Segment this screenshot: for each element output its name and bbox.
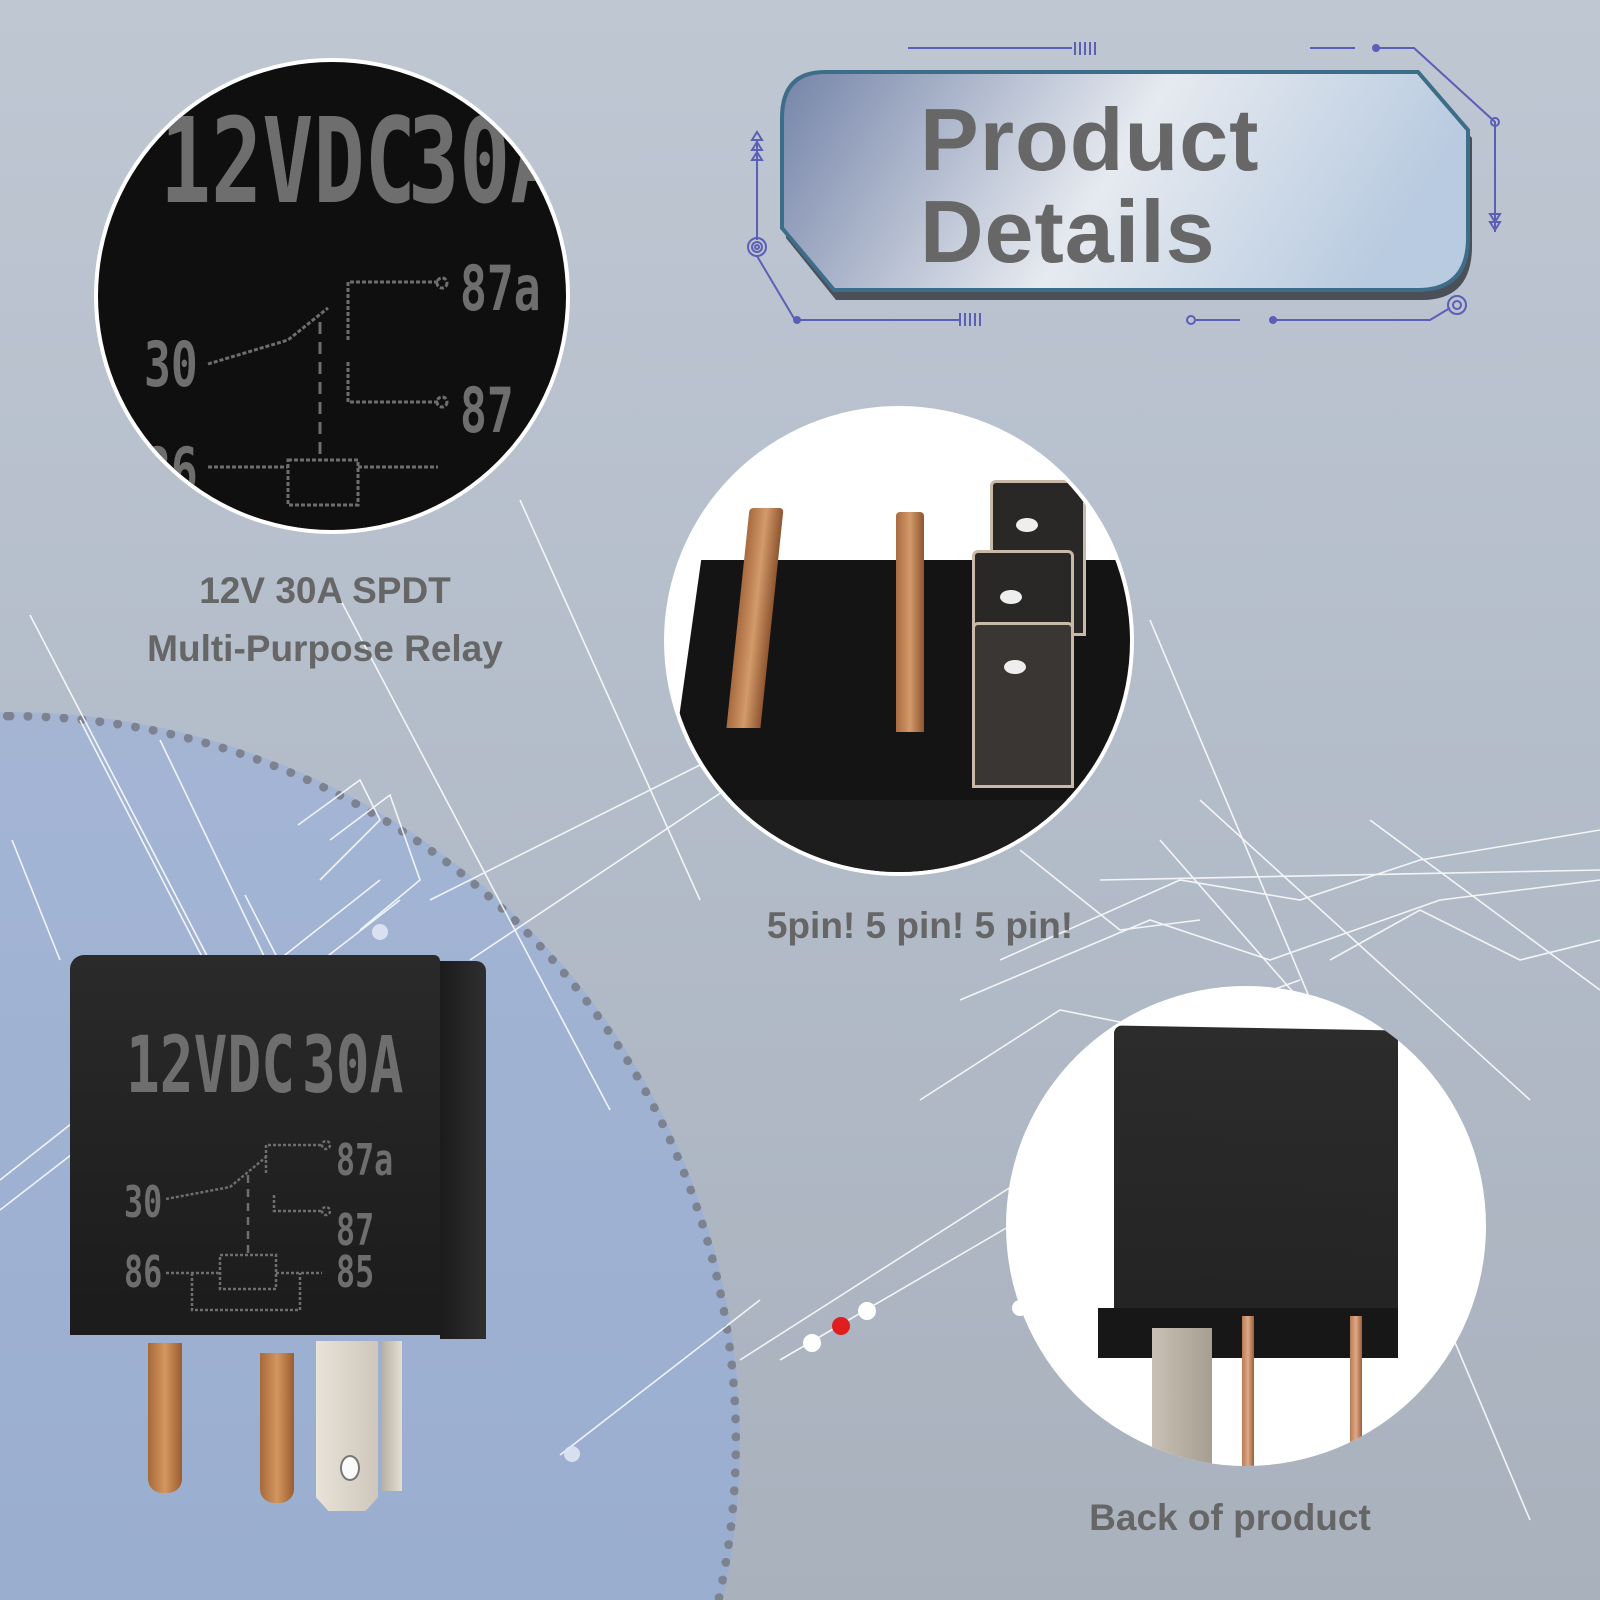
copper-pin-2 [896,512,924,732]
relay-silver-pin [316,1341,378,1511]
pin-hole [340,1455,360,1481]
closeup-markings-circle: 12VDC 30A 87a 30 87 86 [94,58,570,534]
relay-pin-86-label: 86 [124,1247,163,1298]
relay-front-face: 12VDC 30A 87a 30 87 86 85 [70,955,440,1335]
page-title: Product Details [920,94,1340,278]
relay-pin-30-label: 30 [124,1177,163,1228]
dot-white-1 [803,1334,821,1352]
caption-back-of-product: Back of product [1089,1497,1371,1538]
pin-hole [1016,518,1038,532]
caption-five-pin: 5pin! 5 pin! 5 pin! [766,905,1074,946]
relay-back-body [1114,1025,1398,1335]
pin-hole [1004,660,1026,674]
relay-schematic-icon [207,276,449,507]
closeup-voltage-label: 12VDC [160,92,416,230]
caption-spec-line-1: 12V 30A SPDT [199,570,451,611]
relay-pin-87-label: 87 [336,1205,375,1256]
title-line-2: Details [920,182,1216,281]
silver-pin [1152,1328,1212,1466]
title-line-1: Product [920,90,1260,189]
relay-silver-pin-side [382,1341,402,1491]
dot-red [832,1317,850,1335]
caption-relay-spec: 12V 30A SPDT Multi-Purpose Relay [90,562,560,678]
relay-voltage-label: 12VDC [126,1021,296,1111]
caption-spec-line-2: Multi-Purpose Relay [147,628,503,669]
copper-pin-a [1242,1316,1254,1466]
pin-hole [1000,590,1022,604]
copper-pin-b [1350,1316,1362,1466]
main-relay-product: 12VDC 30A 87a 30 87 86 85 [70,955,500,1515]
closeup-pin-86: 86 [144,434,198,507]
back-of-product-circle [1006,986,1486,1466]
relay-side-face [440,961,486,1339]
relay-copper-pin-1 [148,1343,182,1493]
relay-pin-87a-label: 87a [336,1135,394,1186]
closeup-pin-87: 87 [460,374,514,447]
flat-pin-5 [972,622,1074,788]
relay-pin-85-label: 85 [336,1247,375,1298]
closeup-pin-87a: 87a [460,252,541,325]
relay-side-shadow [668,800,1130,872]
relay-schematic-icon [165,1139,332,1312]
dot-white-2 [858,1302,876,1320]
relay-copper-pin-2 [260,1353,294,1503]
closeup-pin-30: 30 [144,328,198,401]
relay-current-label: 30A [302,1021,404,1111]
pins-closeup-circle [664,406,1134,876]
closeup-current-label: 30A [408,92,562,230]
title-panel: Product Details [780,72,1470,294]
